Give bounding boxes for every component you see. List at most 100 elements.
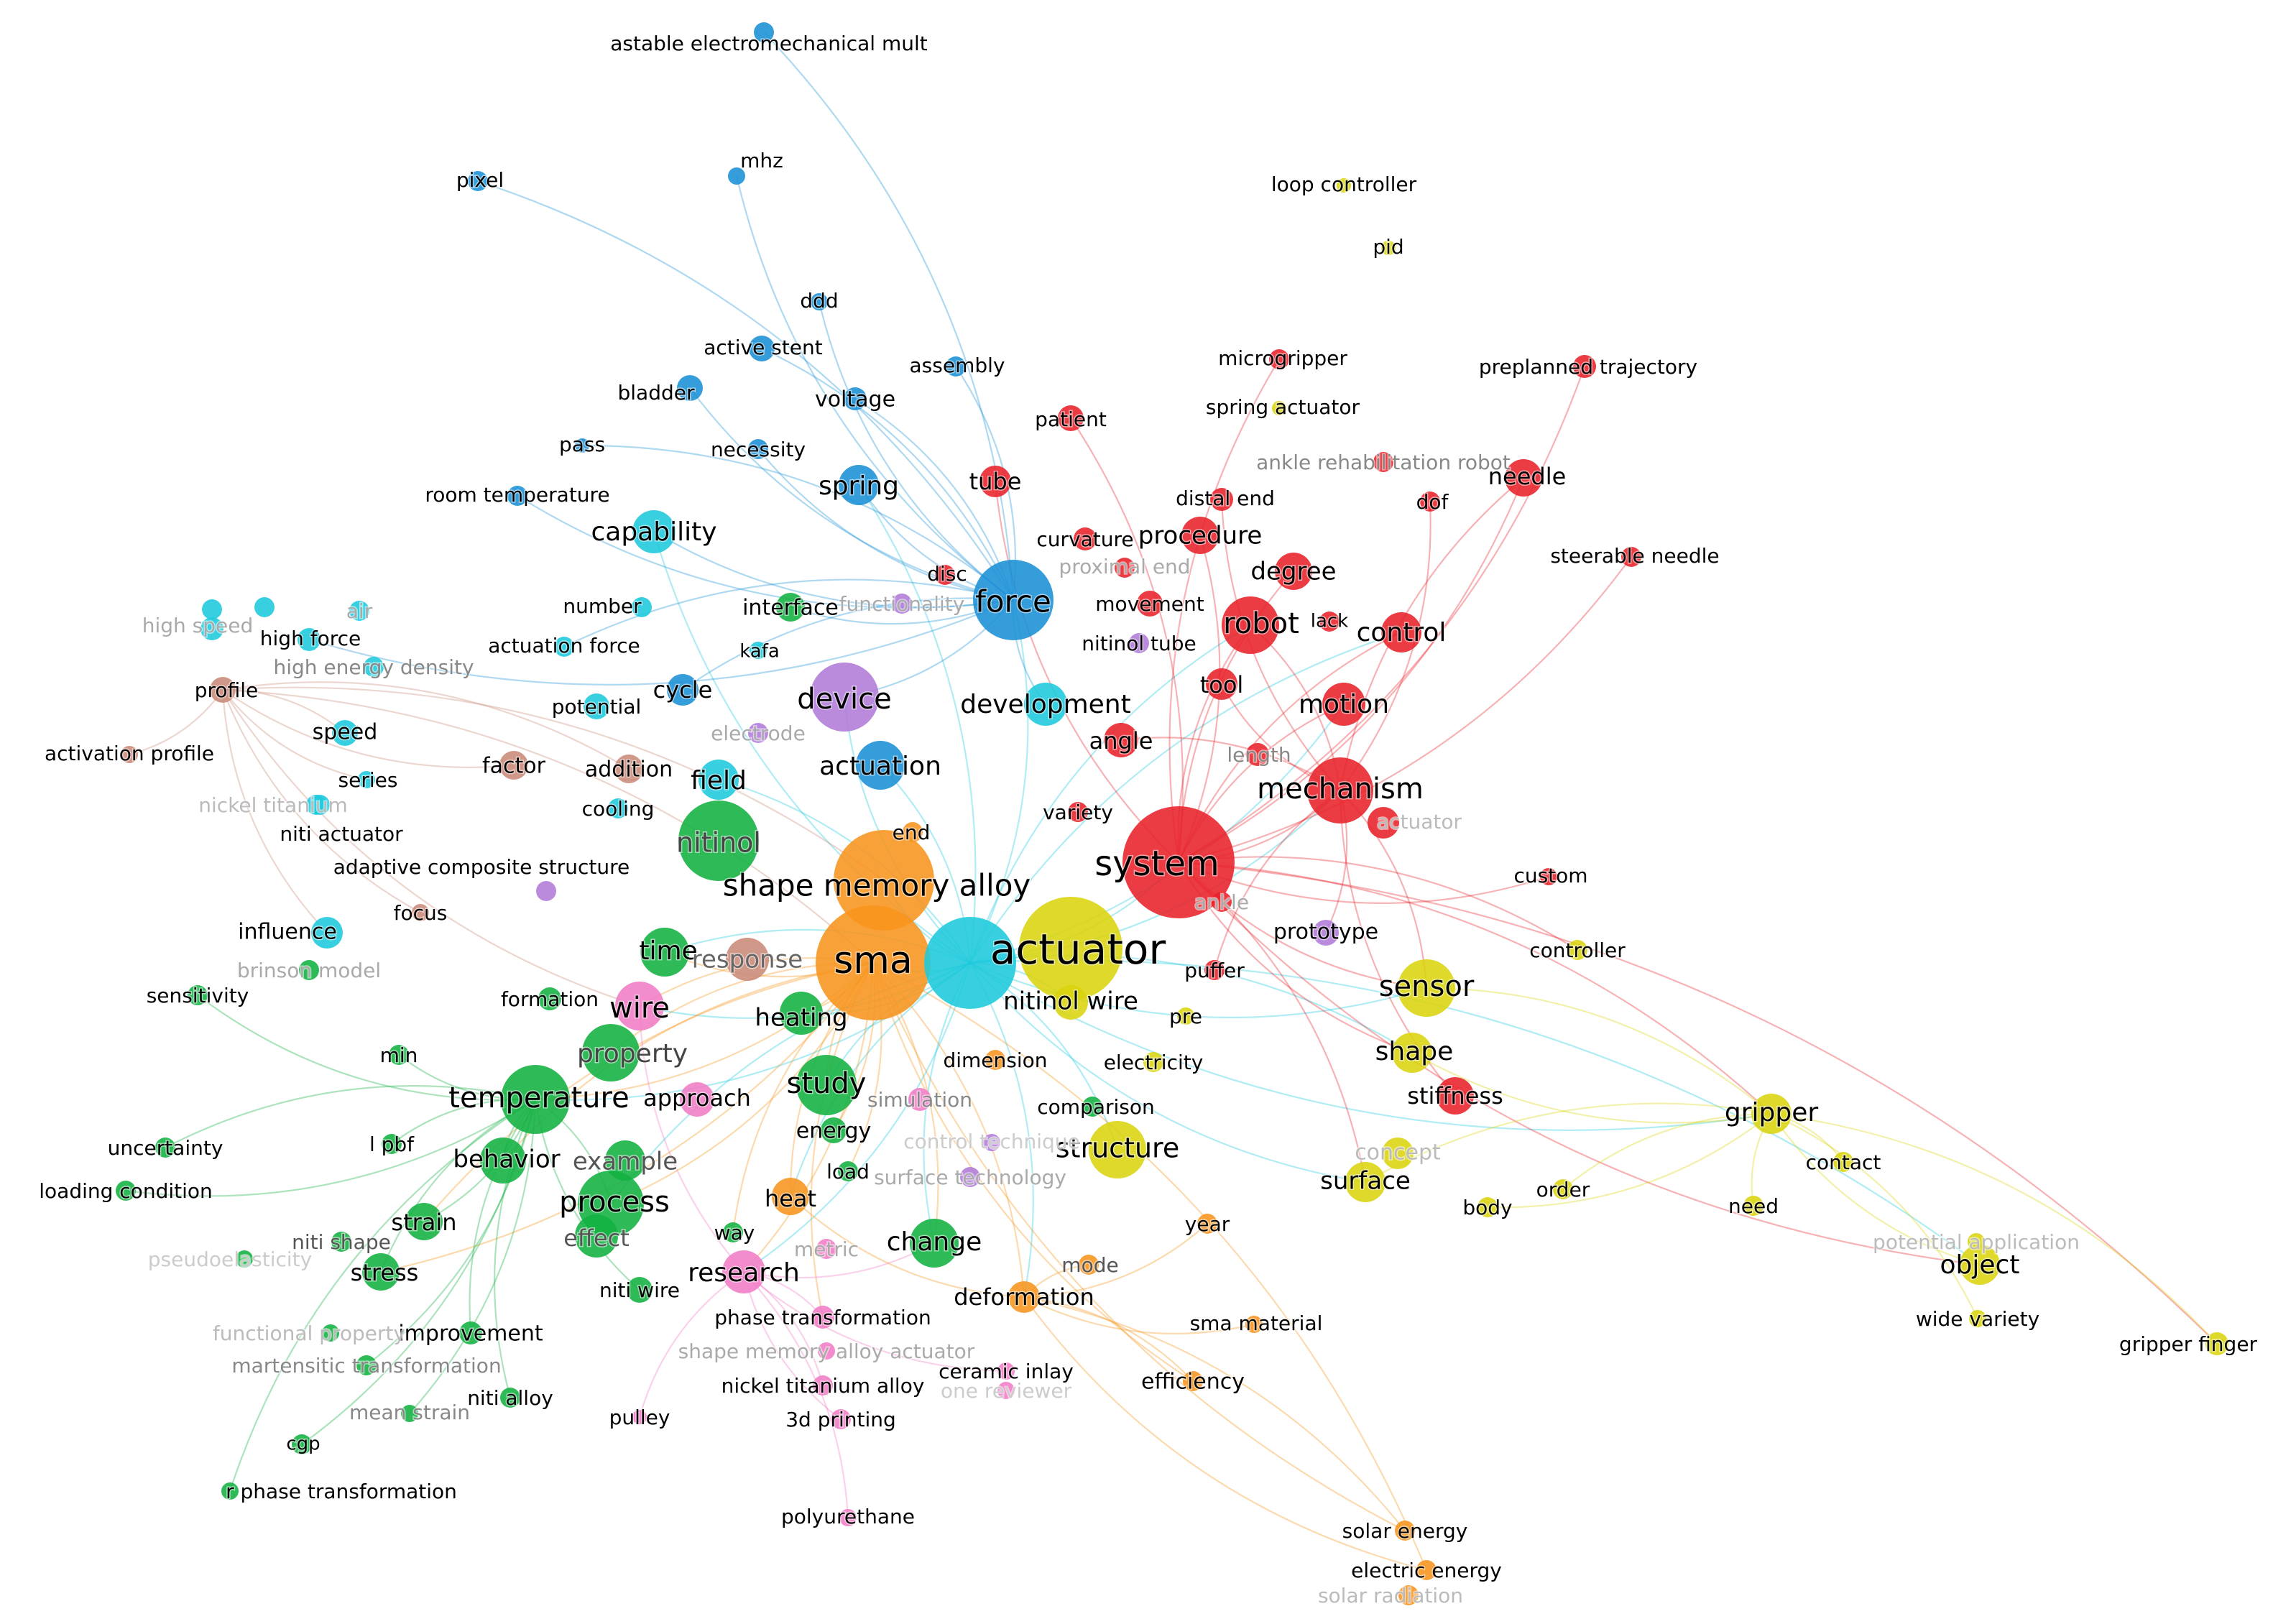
network-node-deformation[interactable] [1008,1281,1040,1313]
network-node-functional-property[interactable] [322,1324,339,1342]
network-node-mean-strain[interactable] [401,1405,418,1422]
network-node-nickel-titanium[interactable] [306,795,326,815]
network-node-ankle[interactable] [1212,892,1232,912]
network-node-solar-energy[interactable] [1395,1521,1415,1541]
network-node-capability[interactable] [632,510,676,553]
network-node-mechanism[interactable] [1307,757,1373,823]
network-node-body[interactable] [1477,1197,1498,1217]
network-node-phase-transformation[interactable] [811,1306,834,1329]
network-node-necessity[interactable] [748,439,768,459]
network-node-stress[interactable] [362,1253,400,1291]
network-node-min[interactable] [389,1045,409,1065]
network-node-metric[interactable] [816,1239,836,1259]
network-node-nitinol-tube[interactable] [1129,633,1149,653]
network-node-actuator[interactable] [1368,807,1399,839]
network-node-time[interactable] [640,928,689,977]
network-node-high-speed[interactable] [200,617,223,640]
network-node-property[interactable] [582,1024,640,1081]
network-node-object[interactable] [1960,1245,2000,1285]
network-node-improvement[interactable] [459,1321,482,1344]
network-node-structure[interactable] [1089,1121,1146,1178]
network-node[interactable] [254,597,275,617]
network-node-actuator[interactable] [924,917,1016,1009]
network-node-study[interactable] [796,1055,857,1115]
network-node-actuation[interactable] [856,741,905,790]
network-node-contact[interactable] [1833,1152,1853,1172]
network-node-sensitivity[interactable] [188,985,208,1005]
network-node-sma[interactable] [816,905,931,1020]
network-node-martensitic-transformation[interactable] [356,1355,377,1375]
network-node-shape-memory-alloy[interactable] [834,830,934,931]
network-node-response[interactable] [726,938,769,981]
network-node-approach[interactable] [680,1082,714,1117]
network-node-shape-memory-alloy-actuator[interactable] [818,1342,835,1360]
network-node-pulley[interactable] [632,1410,647,1424]
network-node-temperature[interactable] [501,1065,570,1134]
network-node-air[interactable] [349,601,369,621]
network-node-distal-end[interactable] [1210,488,1233,511]
network-node-loop-controller[interactable] [1337,178,1351,193]
network-node-needle[interactable] [1505,459,1542,497]
network-node-length[interactable] [1246,743,1269,766]
network-node-procedure[interactable] [1181,517,1219,554]
network-node-research[interactable] [722,1250,765,1293]
network-node-assembly[interactable] [946,356,966,377]
network-node-force[interactable] [973,560,1054,640]
network-node-electric-energy[interactable] [1416,1560,1437,1580]
network-node-control-technique[interactable] [983,1134,1000,1151]
network-node-angle[interactable] [1104,723,1138,757]
network-node-pid[interactable] [1381,241,1396,255]
network-node-curvature[interactable] [1074,527,1097,550]
network-node-potential-application[interactable] [1968,1233,1985,1250]
network-node-example[interactable] [605,1140,645,1181]
network-node-change[interactable] [910,1219,959,1268]
network-node-profile[interactable] [210,677,236,703]
network-node-mode[interactable] [1079,1255,1099,1275]
network-node-gripper-finger[interactable] [2205,1332,2228,1355]
network-node-electricity[interactable] [1143,1052,1163,1072]
network-node-l-pbf[interactable] [382,1134,402,1154]
network-node-kafa[interactable] [750,642,767,659]
network-node-proximal-end[interactable] [1115,558,1135,578]
network-node-lack[interactable] [1319,612,1340,632]
network-node-potential[interactable] [584,693,609,719]
network-node-addition[interactable] [614,755,643,783]
network-node-niti-wire[interactable] [627,1277,653,1303]
network-node-cgp[interactable] [292,1434,312,1454]
network-node-energy[interactable] [821,1117,847,1143]
network-node-heat[interactable] [772,1178,809,1215]
network-node-room-temperature[interactable] [507,486,527,506]
network-node-functionality[interactable] [892,594,912,614]
network-node-system[interactable] [1122,806,1235,918]
network-node-high-energy-density[interactable] [364,657,384,677]
network-node-strain[interactable] [405,1203,443,1240]
network-node-high-force[interactable] [298,628,321,651]
network-node-variety[interactable] [1068,802,1088,822]
network-node-motion[interactable] [1322,683,1365,726]
network-node-series[interactable] [358,771,375,788]
network-node-active-stent[interactable] [749,336,775,361]
network-node-nickel-titanium-alloy[interactable] [813,1375,833,1395]
network-node-puffer[interactable] [1204,960,1225,980]
network-node-niti-shape[interactable] [331,1232,351,1252]
network-node-gripper[interactable] [1751,1094,1792,1134]
network-node-sma-material[interactable] [1245,1316,1263,1333]
network-node-preplanned-trajectory[interactable] [1573,355,1596,378]
network-node-r-phase-transformation[interactable] [221,1482,239,1500]
network-node-one-reviewer[interactable] [997,1382,1015,1399]
network-node-wide-variety[interactable] [1969,1310,1986,1327]
network-node-voltage[interactable] [844,387,867,410]
network-node-patient[interactable] [1058,405,1084,431]
network-node-end[interactable] [903,822,923,842]
network-node-pseudoelasticity[interactable] [236,1250,253,1268]
network-node-heating[interactable] [780,992,823,1035]
network-node-bladder[interactable] [677,375,703,401]
network-node-microgripper[interactable] [1269,349,1289,369]
network-node-polyurethane[interactable] [839,1509,857,1526]
network-node-surface-technology[interactable] [960,1167,980,1187]
network-node-development[interactable] [1024,683,1067,726]
network-node-need[interactable] [1743,1196,1764,1216]
network-node-influence[interactable] [311,917,343,949]
network-node-simulation[interactable] [908,1088,931,1111]
network-node-3d-printing[interactable] [831,1409,851,1429]
